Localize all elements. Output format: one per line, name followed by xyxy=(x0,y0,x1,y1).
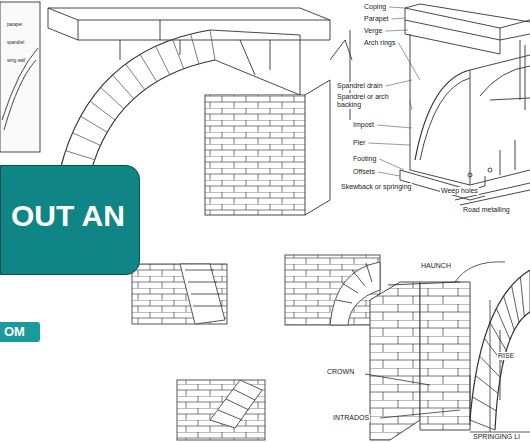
part-label: Footing xyxy=(352,155,377,163)
stroke xyxy=(504,296,515,330)
stroke xyxy=(113,75,134,99)
stroke xyxy=(377,125,412,128)
part-label: spandrel xyxy=(6,40,25,45)
stroke xyxy=(378,172,400,176)
stroke xyxy=(399,43,420,80)
bottom-right-arch xyxy=(370,270,530,440)
stroke xyxy=(368,143,410,145)
stroke xyxy=(389,7,405,9)
part-label: Parapet xyxy=(363,15,390,23)
part-label: Verge xyxy=(363,27,383,35)
stroke xyxy=(386,80,412,86)
part-label: Coping xyxy=(363,3,387,11)
stroke xyxy=(472,397,496,411)
part-label: Arch rings xyxy=(363,39,397,47)
stroke xyxy=(385,30,408,31)
stroke xyxy=(512,286,519,323)
part-label: Pier xyxy=(352,139,366,147)
title-banner: OUT AN xyxy=(0,165,140,275)
part-label: Offsets xyxy=(352,168,376,176)
stroke xyxy=(73,133,101,146)
stroke xyxy=(66,151,95,160)
part-label: Skewback or springing xyxy=(340,183,412,191)
stroke xyxy=(496,308,510,339)
stroke xyxy=(81,116,108,132)
stroke xyxy=(476,376,498,394)
dimension-arrows xyxy=(365,262,530,432)
part-label: RISE xyxy=(497,352,515,360)
bridge-isometric xyxy=(400,4,530,205)
part-label: Impost xyxy=(352,121,375,129)
part-label: Road metalling xyxy=(462,206,511,214)
stroke xyxy=(490,323,506,351)
part-label: parapet xyxy=(6,22,23,27)
stroke xyxy=(90,101,115,120)
stroke xyxy=(101,87,124,108)
stroke xyxy=(140,54,157,81)
part-label: Weep holes xyxy=(440,187,479,195)
stroke xyxy=(210,30,215,60)
small-brick-walls xyxy=(132,255,380,440)
stroke xyxy=(410,101,412,110)
part-label: INTRADOS xyxy=(332,414,370,422)
stroke xyxy=(156,46,170,74)
stroke xyxy=(379,159,404,170)
stroke xyxy=(126,64,145,90)
part-label: Spandrel or arch backing xyxy=(336,93,408,109)
stroke xyxy=(173,39,184,68)
banner-text: OM xyxy=(4,324,40,340)
stroke xyxy=(520,277,524,317)
stroke xyxy=(470,420,495,430)
stroke xyxy=(191,34,199,64)
banner-text: OUT AN xyxy=(11,198,139,234)
part-label: SPRINGING LI xyxy=(472,433,521,441)
part-label: CROWN xyxy=(326,368,355,376)
part-label: wing wall xyxy=(6,58,26,63)
part-label: Spandrel drain xyxy=(336,82,384,90)
stroke xyxy=(392,18,405,19)
part-label: HAUNCH xyxy=(420,262,452,270)
site-tag: OM xyxy=(0,322,40,342)
